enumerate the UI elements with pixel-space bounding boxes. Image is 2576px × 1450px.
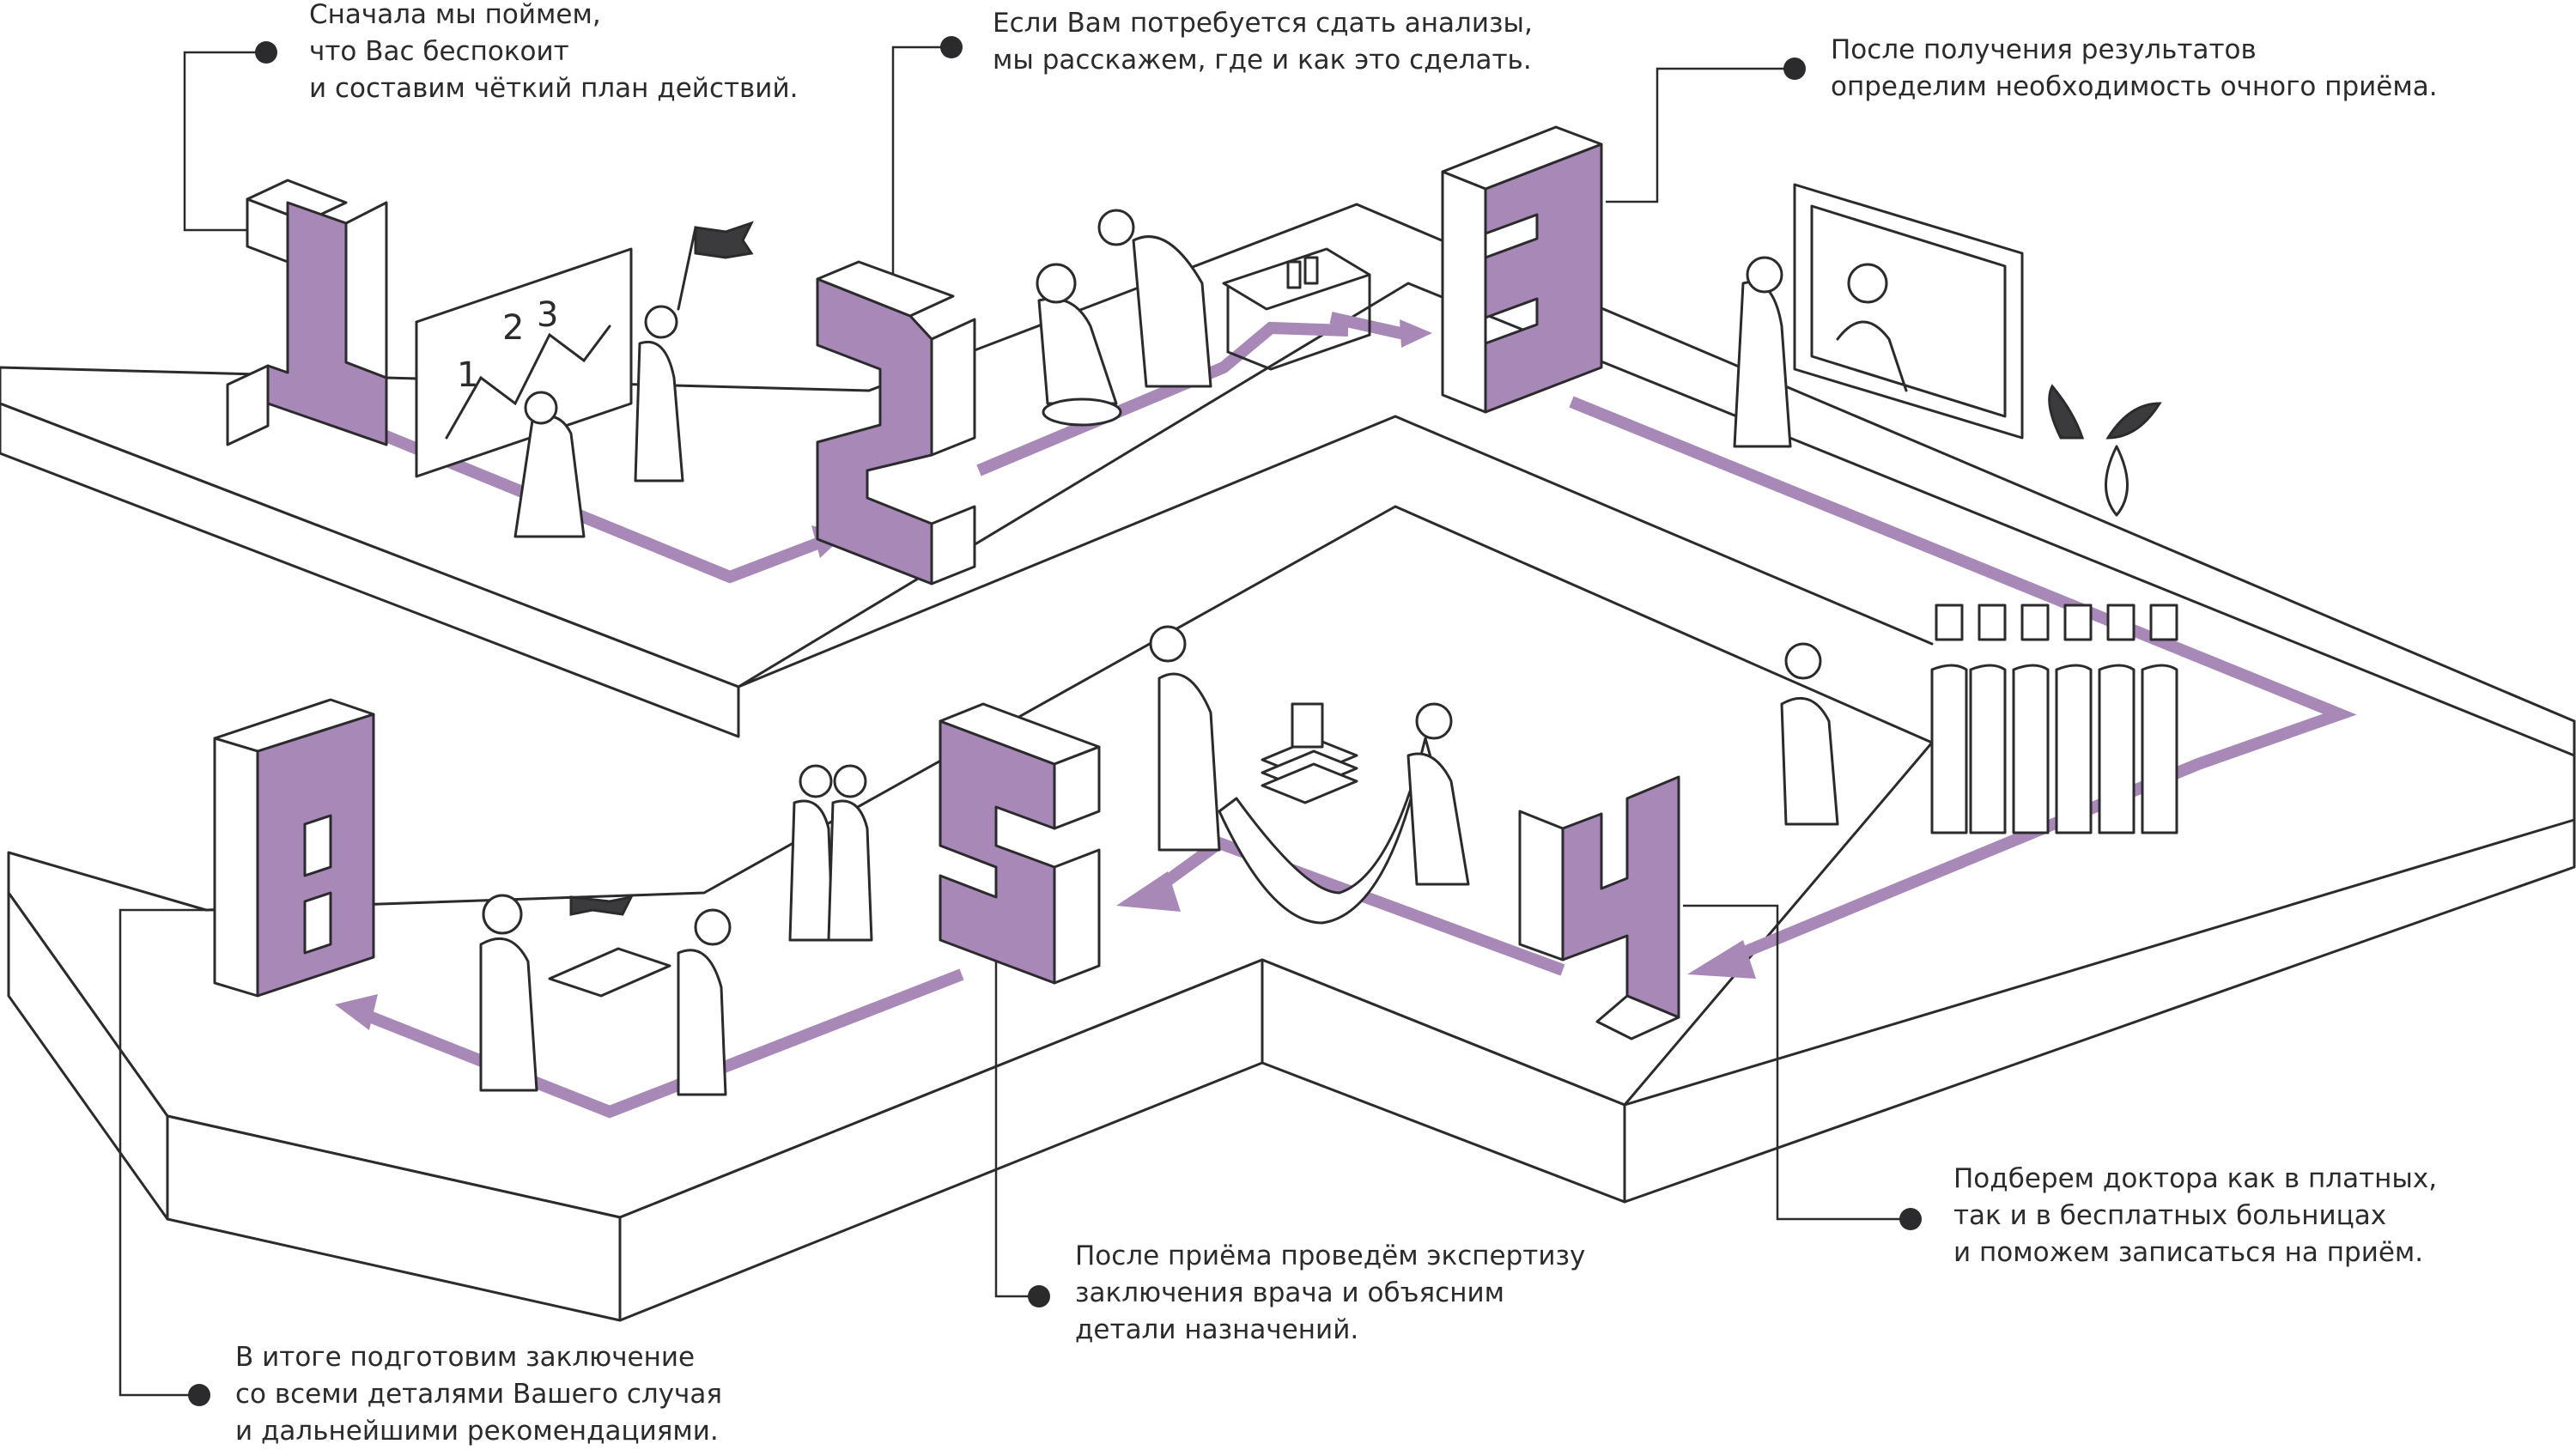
caption-line: и составим чёткий план действий. <box>309 73 799 104</box>
medicine-bottle-icon <box>1291 702 1324 749</box>
caption-line: заключения врача и объясним <box>1075 1277 1505 1308</box>
scene-final-report <box>479 764 873 1096</box>
whiteboard <box>415 247 633 478</box>
floor-upper-front <box>0 366 740 738</box>
callout-dot-6 <box>188 1384 210 1406</box>
person-patient <box>1780 696 1839 826</box>
stool <box>1042 397 1122 427</box>
caption-step-6: В итоге подготовим заключение со всеми д… <box>235 1339 722 1450</box>
caption-line: Если Вам потребуется сдать анализы, <box>993 8 1533 39</box>
caption-step-3: После получения результатов определим не… <box>1831 32 2438 106</box>
callout-dot-4 <box>1899 1208 1922 1230</box>
caption-line: Подберем доктора как в платных, <box>1953 1163 2438 1194</box>
flag-icon <box>569 895 634 916</box>
step-number-3 <box>1441 125 1603 414</box>
step-number-5 <box>939 702 1101 985</box>
person-patient <box>479 937 538 1092</box>
caption-line: Сначала мы поймем, <box>309 0 601 30</box>
step-number-2 <box>816 260 976 585</box>
person-doctor-2 <box>1406 752 1470 886</box>
caption-step-4: Подберем доктора как в платных, так и в … <box>1953 1161 2437 1271</box>
caption-line: и дальнейшими рекомендациями. <box>235 1416 719 1447</box>
guide-path <box>335 312 2357 1119</box>
person-doctor <box>634 341 684 482</box>
whiteboard-scribble: 2 <box>502 308 524 348</box>
scene-lab-tests <box>1036 209 1371 427</box>
remote-doctor <box>1847 263 1888 304</box>
scene-doctor-selection <box>1780 604 2178 834</box>
scene-expert-review <box>1149 625 1470 925</box>
callout-dot-3 <box>1783 58 1806 80</box>
flag-icon <box>694 221 754 259</box>
caption-line: После приёма проведём экспертизу <box>1075 1241 1586 1271</box>
person-nurse <box>1132 235 1212 388</box>
caption-step-5: После приёма проведём экспертизу заключе… <box>1075 1238 1585 1349</box>
caption-line: мы расскажем, где и как это сделать. <box>993 45 1532 76</box>
scene-planning: 1 2 3 <box>415 221 754 538</box>
paper-stack <box>1261 737 1358 804</box>
person-doctor <box>1157 672 1221 852</box>
plant-icon <box>2048 384 2162 440</box>
doctor-lineup <box>1930 604 2178 834</box>
callout-dot-1 <box>255 41 277 64</box>
whiteboard-scribble: 3 <box>537 295 558 335</box>
caption-line: определим необходимость очного приёма. <box>1831 71 2438 102</box>
step-number-1 <box>226 179 388 446</box>
step-number-6 <box>213 698 375 998</box>
caption-step-1: Сначала мы поймем, что Вас беспокоит и с… <box>309 0 798 107</box>
caption-step-2: Если Вам потребуется сдать анализы, мы р… <box>993 5 1533 79</box>
person-doctor <box>677 949 727 1096</box>
callout-dot-5 <box>1028 1285 1050 1307</box>
caption-line: В итоге подготовим заключение <box>235 1342 696 1373</box>
callout-leaders <box>118 36 1922 1406</box>
step-number-4 <box>1518 775 1680 1040</box>
caption-line: и поможем записаться на приём. <box>1953 1237 2424 1268</box>
caption-line: детали назначений. <box>1075 1314 1359 1345</box>
caption-line: так и в бесплатных больницах <box>1953 1200 2387 1231</box>
floor-lower-front-far <box>1261 958 1626 1204</box>
caption-line: что Вас беспокоит <box>309 36 569 67</box>
doctors-pair <box>788 764 873 942</box>
caption-line: После получения результатов <box>1831 34 2257 65</box>
report-desk <box>548 947 671 998</box>
caption-line: со всеми деталями Вашего случая <box>235 1379 723 1410</box>
whiteboard-scribble: 1 <box>457 355 478 395</box>
scene-teleconsultation <box>1733 183 2162 517</box>
callout-dot-2 <box>940 36 963 58</box>
floor-inner-edge <box>737 415 1934 689</box>
person-doctor <box>1733 281 1792 448</box>
